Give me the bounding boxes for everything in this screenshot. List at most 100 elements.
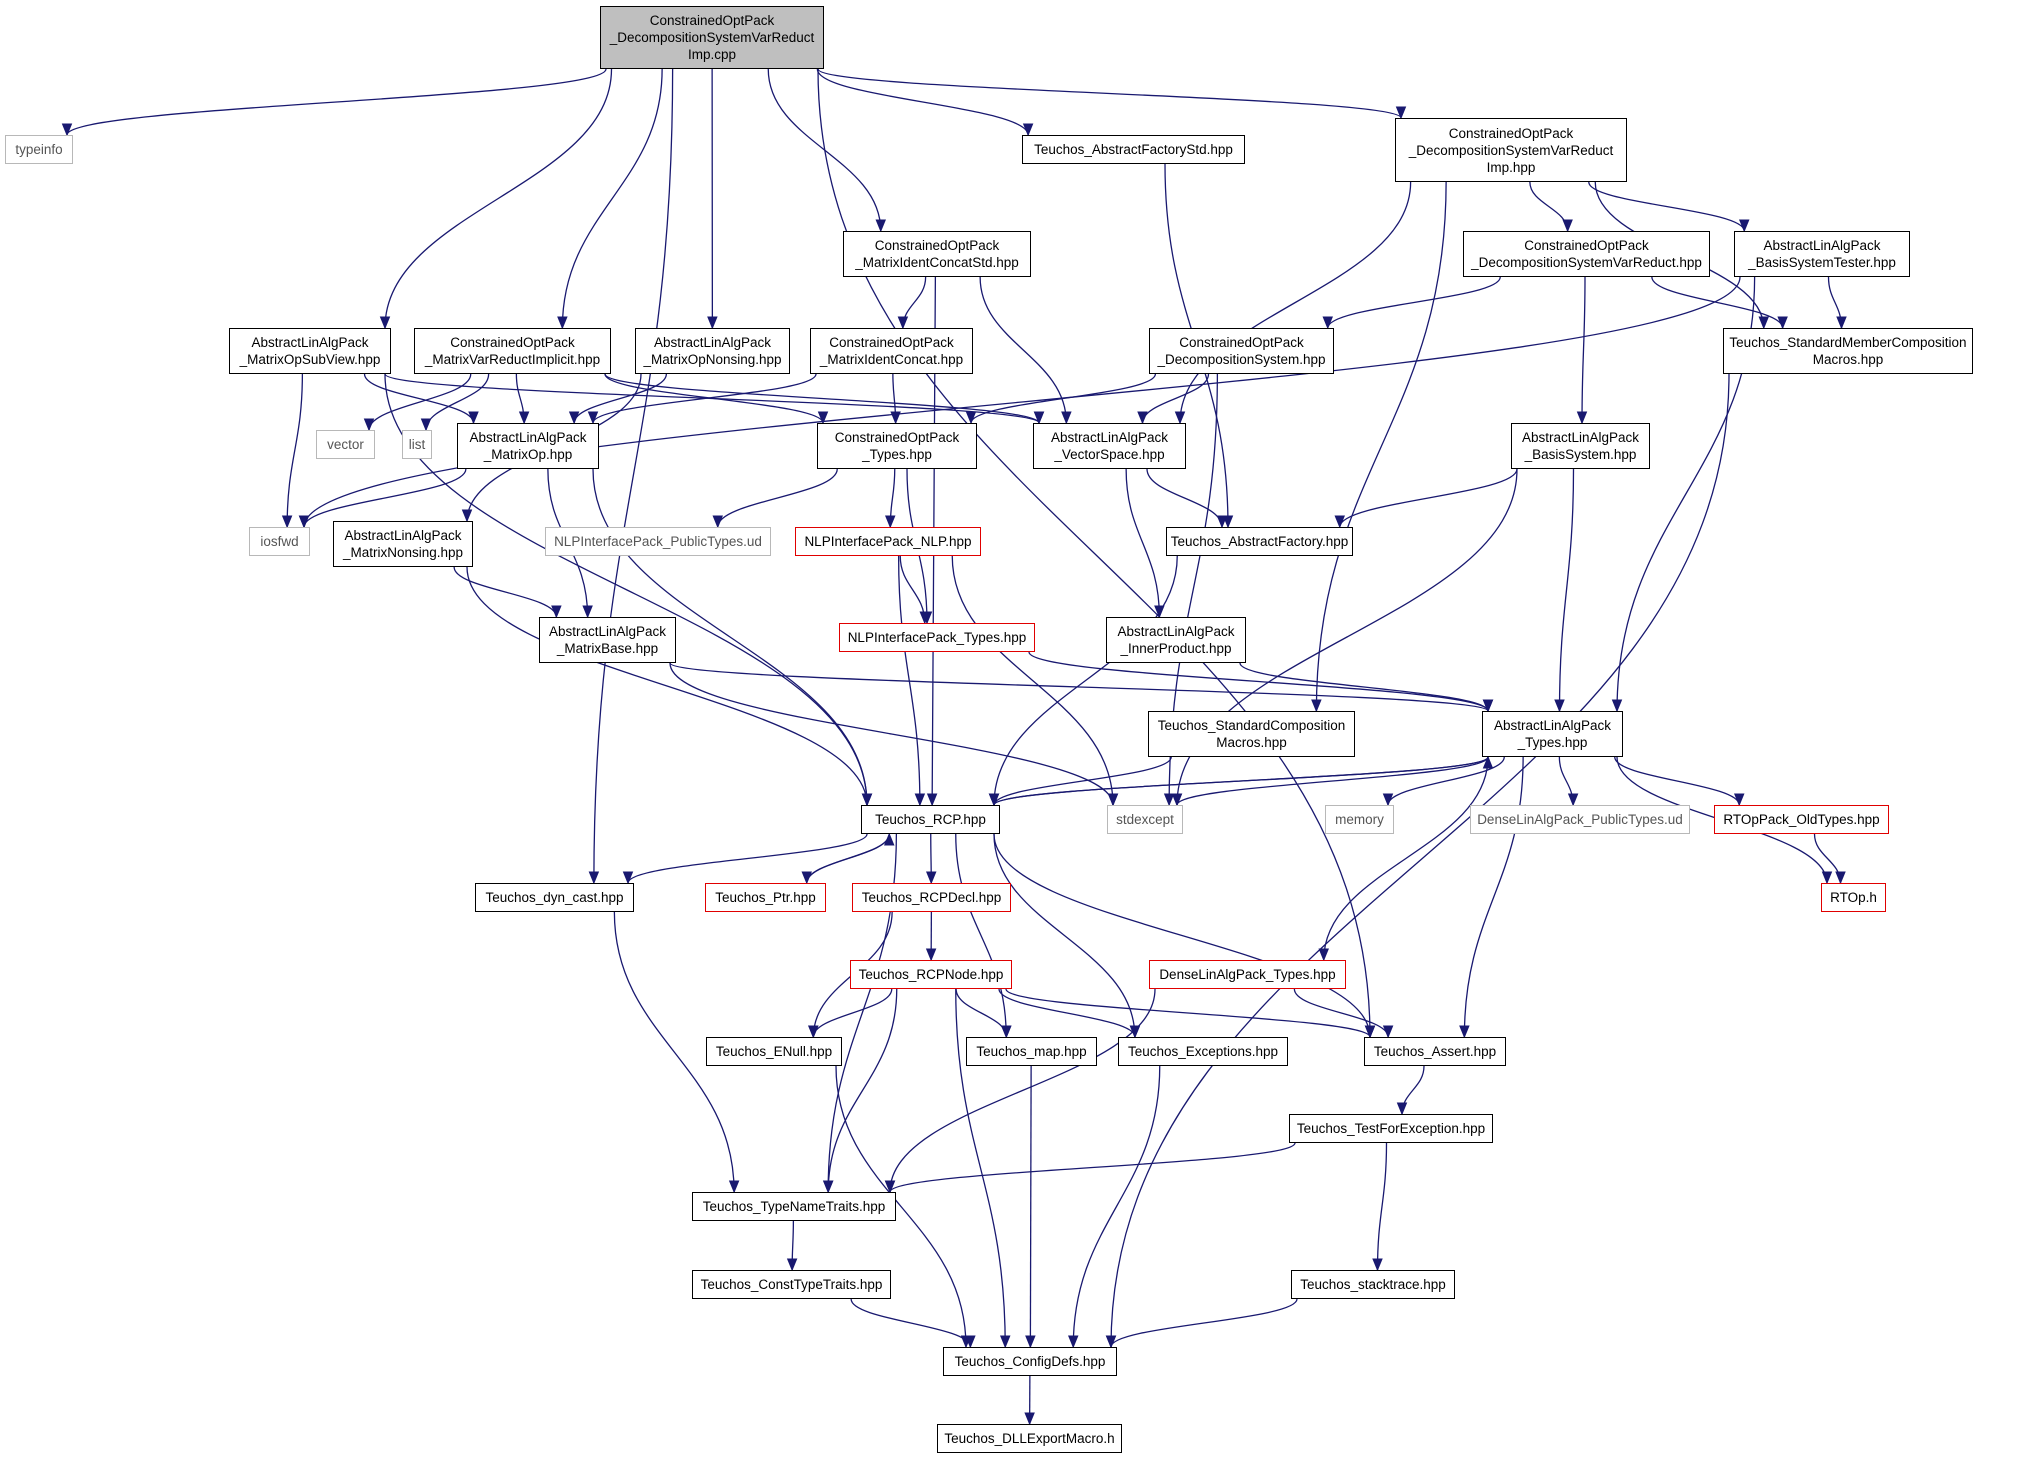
- edge-alt-to-assert: [1463, 756, 1524, 1038]
- arrowhead-stack-to-cfg: [1105, 1335, 1117, 1349]
- edge-dsvri-to-dsvr: [1529, 181, 1569, 232]
- node-enull[interactable]: Teuchos_ENull.hpp: [706, 1037, 842, 1066]
- node-dlpt[interactable]: DenseLinAlgPack_PublicTypes.ud: [1470, 805, 1690, 834]
- edge-mns-to-mb: [453, 566, 558, 618]
- edge-exc-to-cfg: [1072, 1065, 1161, 1348]
- arrowhead-mns-to-rcp: [861, 793, 873, 807]
- arrowhead-rtold-to-rtop: [1835, 871, 1846, 885]
- arrowhead-alt-to-rcp: [988, 793, 1000, 807]
- arrowhead-mvri-to-vs: [1033, 411, 1045, 425]
- arrowhead-dsvri-to-scm: [1311, 699, 1322, 713]
- arrowhead-mics-to-mic: [897, 316, 909, 330]
- arrowhead-root-to-dyn: [588, 871, 600, 885]
- node-tafs[interactable]: Teuchos_AbstractFactoryStd.hpp: [1022, 135, 1245, 164]
- node-cot[interactable]: ConstrainedOptPack _Types.hpp: [817, 423, 977, 469]
- node-scm[interactable]: Teuchos_StandardComposition Macros.hpp: [1148, 711, 1355, 757]
- edge-dsvri-to-bst: [1588, 181, 1745, 232]
- node-bs[interactable]: AbstractLinAlgPack _BasisSystem.hpp: [1511, 423, 1650, 469]
- arrowhead-dsvr-to-smc: [1777, 316, 1788, 330]
- node-rcp[interactable]: Teuchos_RCP.hpp: [861, 805, 1000, 834]
- arrowhead-dsvr-to-ds: [1322, 316, 1333, 330]
- node-mic[interactable]: ConstrainedOptPack _MatrixIdentConcat.hp…: [810, 328, 973, 374]
- node-tnt[interactable]: Teuchos_TypeNameTraits.hpp: [692, 1192, 896, 1221]
- node-alt[interactable]: AbstractLinAlgPack _Types.hpp: [1482, 711, 1623, 757]
- edge-tfe-to-tnt: [889, 1142, 1296, 1193]
- edge-mb-to-stdexcept: [669, 662, 1114, 806]
- node-mics[interactable]: ConstrainedOptPack _MatrixIdentConcatStd…: [843, 231, 1031, 277]
- node-bst[interactable]: AbstractLinAlgPack _BasisSystemTester.hp…: [1734, 231, 1910, 277]
- edge-mb-to-alt: [669, 662, 1489, 712]
- edge-mics-to-vs: [979, 276, 1068, 424]
- node-list[interactable]: list: [402, 430, 432, 459]
- node-nlppt[interactable]: NLPInterfacePack_PublicTypes.ud: [545, 527, 771, 556]
- edge-root-to-mosv: [384, 68, 613, 329]
- node-ds[interactable]: ConstrainedOptPack _DecompositionSystem.…: [1149, 328, 1334, 374]
- edge-rcpnode-to-map: [955, 988, 1008, 1038]
- node-dyn[interactable]: Teuchos_dyn_cast.hpp: [475, 883, 634, 912]
- node-mvri[interactable]: ConstrainedOptPack _MatrixVarReductImpli…: [414, 328, 611, 374]
- edge-dlat-to-tnt: [889, 988, 1156, 1193]
- node-rtop[interactable]: RTOp.h: [1821, 883, 1886, 912]
- node-stdexcept[interactable]: stdexcept: [1107, 805, 1183, 834]
- arrowhead-rcpdecl-to-rcpnode: [925, 948, 937, 962]
- node-stack[interactable]: Teuchos_stacktrace.hpp: [1291, 1270, 1455, 1299]
- arrowhead-root-to-typeinfo: [61, 123, 73, 137]
- node-vs[interactable]: AbstractLinAlgPack _VectorSpace.hpp: [1033, 423, 1186, 469]
- node-mb[interactable]: AbstractLinAlgPack _MatrixBase.hpp: [539, 617, 676, 663]
- node-exc[interactable]: Teuchos_Exceptions.hpp: [1118, 1037, 1288, 1066]
- arrowhead-alt-to-rtop: [1821, 871, 1833, 885]
- node-mns[interactable]: AbstractLinAlgPack _MatrixNonsing.hpp: [333, 521, 473, 567]
- edge-enull-to-cfg: [835, 1065, 967, 1348]
- edge-dyn-to-tnt: [613, 911, 735, 1193]
- node-mon[interactable]: AbstractLinAlgPack _MatrixOpNonsing.hpp: [635, 328, 790, 374]
- node-memory[interactable]: memory: [1325, 805, 1394, 834]
- node-root[interactable]: ConstrainedOptPack _DecompositionSystemV…: [600, 6, 824, 69]
- edge-mns-to-rcp: [466, 566, 868, 806]
- arrowhead-mics-to-vs: [1061, 411, 1072, 425]
- arrowhead-bs-to-taf: [1334, 515, 1345, 529]
- node-rcpdecl[interactable]: Teuchos_RCPDecl.hpp: [852, 883, 1011, 912]
- node-mosv[interactable]: AbstractLinAlgPack _MatrixOpSubView.hpp: [229, 328, 391, 374]
- arrowhead-dsvri-to-smc: [1758, 316, 1769, 330]
- arrowhead-mvri-to-mop: [518, 411, 530, 425]
- node-taf[interactable]: Teuchos_AbstractFactory.hpp: [1166, 527, 1353, 556]
- arrowhead-ip-to-alt: [1482, 699, 1494, 713]
- node-rtold[interactable]: RTOpPack_OldTypes.hpp: [1714, 805, 1889, 834]
- arrowhead-vs-to-taf: [1216, 515, 1228, 529]
- node-nlp[interactable]: NLPInterfacePack_NLP.hpp: [795, 527, 981, 556]
- node-cfg[interactable]: Teuchos_ConfigDefs.hpp: [943, 1347, 1117, 1376]
- edge-mon-to-mop: [573, 373, 668, 424]
- node-mop[interactable]: AbstractLinAlgPack _MatrixOp.hpp: [457, 423, 599, 469]
- node-ptr[interactable]: Teuchos_Ptr.hpp: [705, 883, 826, 912]
- node-iosfwd[interactable]: iosfwd: [249, 527, 310, 556]
- edge-ctt-to-cfg: [850, 1298, 972, 1348]
- edge-alt-to-stdexcept: [1176, 756, 1489, 806]
- arrowhead-bst-to-smc: [1836, 316, 1847, 330]
- arrowhead-dyn-to-tnt: [728, 1180, 740, 1194]
- edge-mvri-to-list: [425, 373, 490, 431]
- node-nlpt[interactable]: NLPInterfacePack_Types.hpp: [839, 623, 1035, 652]
- node-rcpnode[interactable]: Teuchos_RCPNode.hpp: [850, 960, 1012, 989]
- edge-mvri-to-vs: [604, 373, 1040, 424]
- edge-dsvri-to-scm: [1315, 181, 1447, 712]
- arrowhead-root-to-mon: [707, 316, 718, 330]
- node-smc[interactable]: Teuchos_StandardMemberComposition Macros…: [1723, 328, 1973, 374]
- node-dll[interactable]: Teuchos_DLLExportMacro.h: [937, 1424, 1122, 1453]
- arrowhead-ds-to-stdexcept: [1163, 793, 1175, 807]
- node-dsvr[interactable]: ConstrainedOptPack _DecompositionSystemV…: [1463, 231, 1710, 277]
- node-assert[interactable]: Teuchos_Assert.hpp: [1364, 1037, 1506, 1066]
- node-map[interactable]: Teuchos_map.hpp: [966, 1037, 1097, 1066]
- arrowhead-mvri-to-cot: [817, 411, 829, 425]
- arrowhead-mosv-to-iosfwd: [281, 515, 293, 529]
- node-tfe[interactable]: Teuchos_TestForException.hpp: [1289, 1114, 1493, 1143]
- node-ip[interactable]: AbstractLinAlgPack _InnerProduct.hpp: [1106, 617, 1246, 663]
- arrowhead-dsvr-to-bs: [1576, 411, 1588, 425]
- edge-rcp-to-map: [955, 833, 1007, 1038]
- arrowhead-rcp-to-rcpdecl: [926, 871, 937, 885]
- node-dlat[interactable]: DenseLinAlgPack_Types.hpp: [1149, 960, 1346, 989]
- edge-root-to-mvri: [561, 68, 663, 329]
- node-typeinfo[interactable]: typeinfo: [5, 135, 73, 164]
- node-dsvri[interactable]: ConstrainedOptPack _DecompositionSystemV…: [1395, 118, 1627, 182]
- node-vector[interactable]: vector: [316, 430, 375, 459]
- node-ctt[interactable]: Teuchos_ConstTypeTraits.hpp: [692, 1270, 891, 1299]
